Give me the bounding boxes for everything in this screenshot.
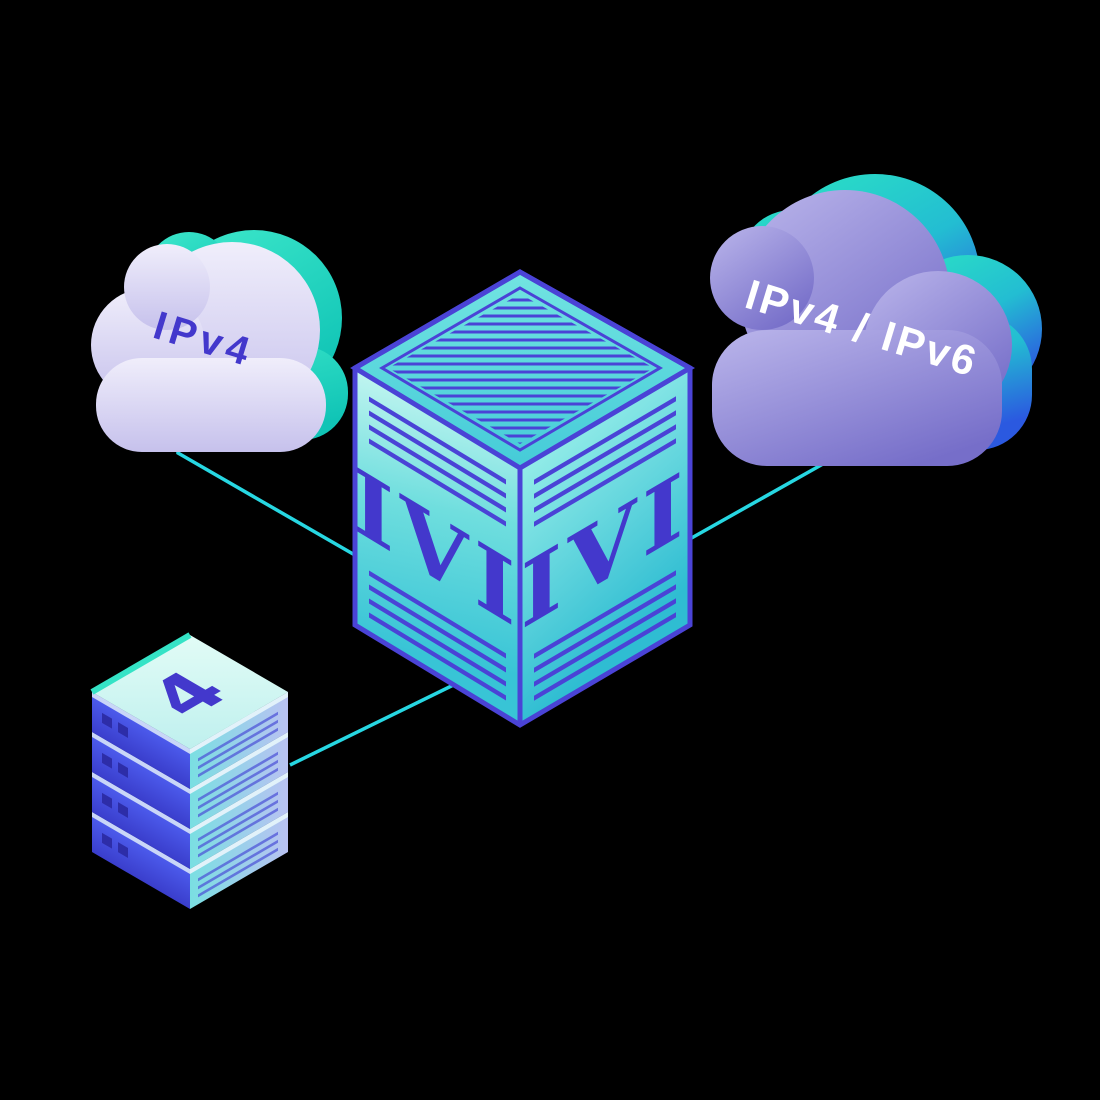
connector-server-to-translator bbox=[289, 670, 481, 767]
translator-right-face: IVI bbox=[520, 368, 690, 725]
translator-top-hatch bbox=[388, 294, 654, 444]
ipv4-ipv6-cloud: IPv4 / IPv6 bbox=[710, 174, 1042, 466]
server-unit: 4 bbox=[90, 632, 288, 790]
server-top-accent-edge bbox=[90, 632, 192, 695]
server-stack-top-face: 4 bbox=[90, 632, 288, 749]
server-unit bbox=[92, 731, 288, 830]
translator-left-face-stripes bbox=[369, 396, 506, 701]
server-unit bbox=[92, 771, 288, 870]
ipv4-ipv6-cloud-body bbox=[710, 190, 1012, 466]
translator-edges bbox=[350, 269, 696, 728]
translator-right-face-stripes bbox=[534, 396, 676, 701]
server-stack: 4 bbox=[90, 632, 288, 910]
ipv4-cloud-body bbox=[91, 242, 326, 452]
server-unit bbox=[92, 811, 288, 910]
ipv4-cloud: IPv4 bbox=[91, 230, 348, 452]
ivi-translator-box: IVI IVI bbox=[350, 269, 696, 728]
translator-left-face: IVI bbox=[353, 368, 521, 725]
